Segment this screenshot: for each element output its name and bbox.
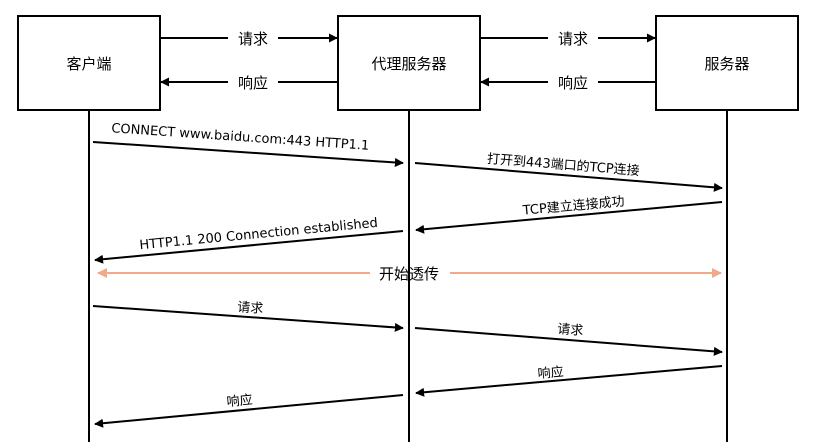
proxy-box: 代理服务器 (337, 15, 481, 111)
top-right-response-label: 响应 (558, 74, 588, 92)
http-200-label: HTTP1.1 200 Connection established (139, 216, 379, 253)
request-2-label: 请求 (557, 322, 584, 339)
response-1-label: 响应 (537, 364, 564, 382)
client-label: 客户端 (66, 55, 111, 73)
request-1-label: 请求 (237, 300, 264, 317)
response-2-arrow (94, 394, 404, 428)
open-tcp-arrow (414, 162, 723, 192)
server-label: 服务器 (704, 55, 749, 73)
response-2-label: 响应 (226, 392, 253, 410)
http-200-arrow (94, 230, 404, 264)
passthrough-label: 开始透传 (379, 265, 439, 283)
top-left-request-label: 请求 (238, 30, 268, 48)
request-1-arrow (92, 305, 404, 332)
top-right-request-label: 请求 (558, 30, 588, 48)
connect-arrow (92, 141, 404, 167)
client-box: 客户端 (17, 15, 161, 111)
connect-label: CONNECT www.baidu.com:443 HTTP1.1 (111, 121, 370, 154)
top-left-response-label: 响应 (238, 74, 268, 92)
proxy-label: 代理服务器 (371, 55, 446, 73)
response-1-arrow (415, 365, 723, 397)
server-box: 服务器 (655, 15, 799, 111)
request-2-arrow (414, 327, 723, 356)
tcp-established-arrow (415, 201, 723, 234)
